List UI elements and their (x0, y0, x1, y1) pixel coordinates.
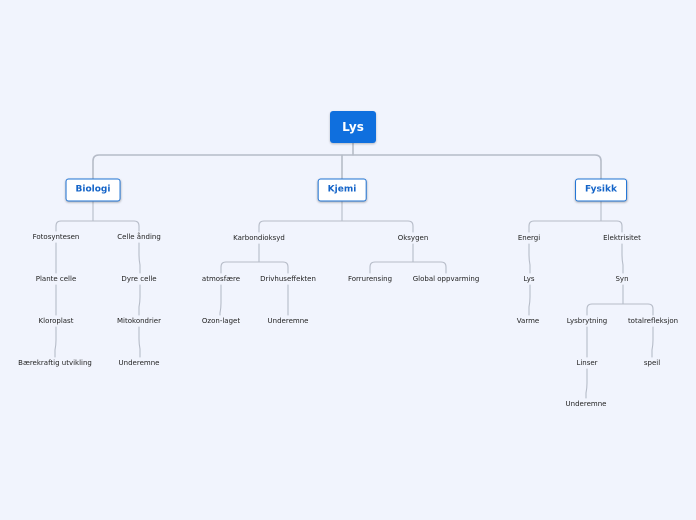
connector-mitokondrier (138, 326, 141, 358)
subtopic-dyre-celle[interactable]: Dyre celle (121, 275, 157, 283)
subtopic-fotosyntesen[interactable]: Fotosyntesen (32, 233, 80, 241)
subtopic-atmosfaere[interactable]: atmosfære (201, 275, 241, 283)
root-topic[interactable]: Lys (330, 111, 376, 143)
subtopic-underemne-kjemi[interactable]: Underemne (267, 317, 309, 325)
connector-linser (585, 368, 588, 399)
connector-syn-children (586, 303, 654, 316)
subtopic-karbondioksyd[interactable]: Karbondioksyd (233, 234, 285, 242)
subtopic-kloroplast[interactable]: Kloroplast (38, 317, 74, 325)
subtopic-linser[interactable]: Linser (576, 359, 598, 367)
main-topic-biologi[interactable]: Biologi (65, 178, 121, 202)
connector-oksygen-children (369, 261, 447, 274)
connector-atmosfaere (219, 284, 222, 316)
connector-celle-anding (138, 242, 141, 274)
subtopic-underemne-fysikk[interactable]: Underemne (565, 400, 607, 408)
subtopic-oksygen[interactable]: Oksygen (397, 234, 429, 242)
connector-elektrisitet (621, 243, 624, 274)
subtopic-elektrisitet[interactable]: Elektrisitet (603, 234, 641, 242)
subtopic-baerekraftig-utvikling[interactable]: Bærekraftig utvikling (18, 359, 92, 367)
connector-karbondioksyd-children (220, 261, 289, 274)
connector-kloroplast (54, 326, 57, 358)
main-topic-fysikk[interactable]: Fysikk (575, 178, 627, 202)
subtopic-energi[interactable]: Energi (517, 234, 541, 242)
subtopic-totalrefleksjon[interactable]: totalrefleksjon (627, 317, 679, 325)
connector-root-branches (92, 154, 602, 179)
subtopic-mitokondrier[interactable]: Mitokondrier (117, 317, 161, 325)
connector-biologi-topics (55, 220, 140, 232)
connector-kjemi-topics (258, 220, 414, 233)
subtopic-global-oppvarming[interactable]: Global oppvarming (412, 275, 480, 283)
subtopic-varme[interactable]: Varme (516, 317, 540, 325)
subtopic-lys[interactable]: Lys (523, 275, 535, 283)
connector-fysikk-topics (528, 220, 623, 233)
subtopic-drivhuseffekten[interactable]: Drivhuseffekten (260, 275, 316, 283)
subtopic-lysbrytning[interactable]: Lysbrytning (566, 317, 608, 325)
subtopic-underemne-biologi[interactable]: Underemne (118, 359, 160, 367)
connector-totalrefleksjon (651, 326, 654, 358)
subtopic-ozon-laget[interactable]: Ozon-laget (201, 317, 241, 325)
connector-dyre-celle (138, 284, 141, 316)
subtopic-plante-celle[interactable]: Plante celle (35, 275, 77, 283)
connector-lys (528, 284, 531, 316)
main-topic-kjemi[interactable]: Kjemi (317, 178, 367, 202)
subtopic-syn[interactable]: Syn (615, 275, 629, 283)
subtopic-forrurensing[interactable]: Forrurensing (347, 275, 393, 283)
subtopic-speil[interactable]: speil (643, 359, 661, 367)
connector-energi (528, 243, 531, 274)
subtopic-celle-anding[interactable]: Celle ånding (117, 233, 161, 241)
